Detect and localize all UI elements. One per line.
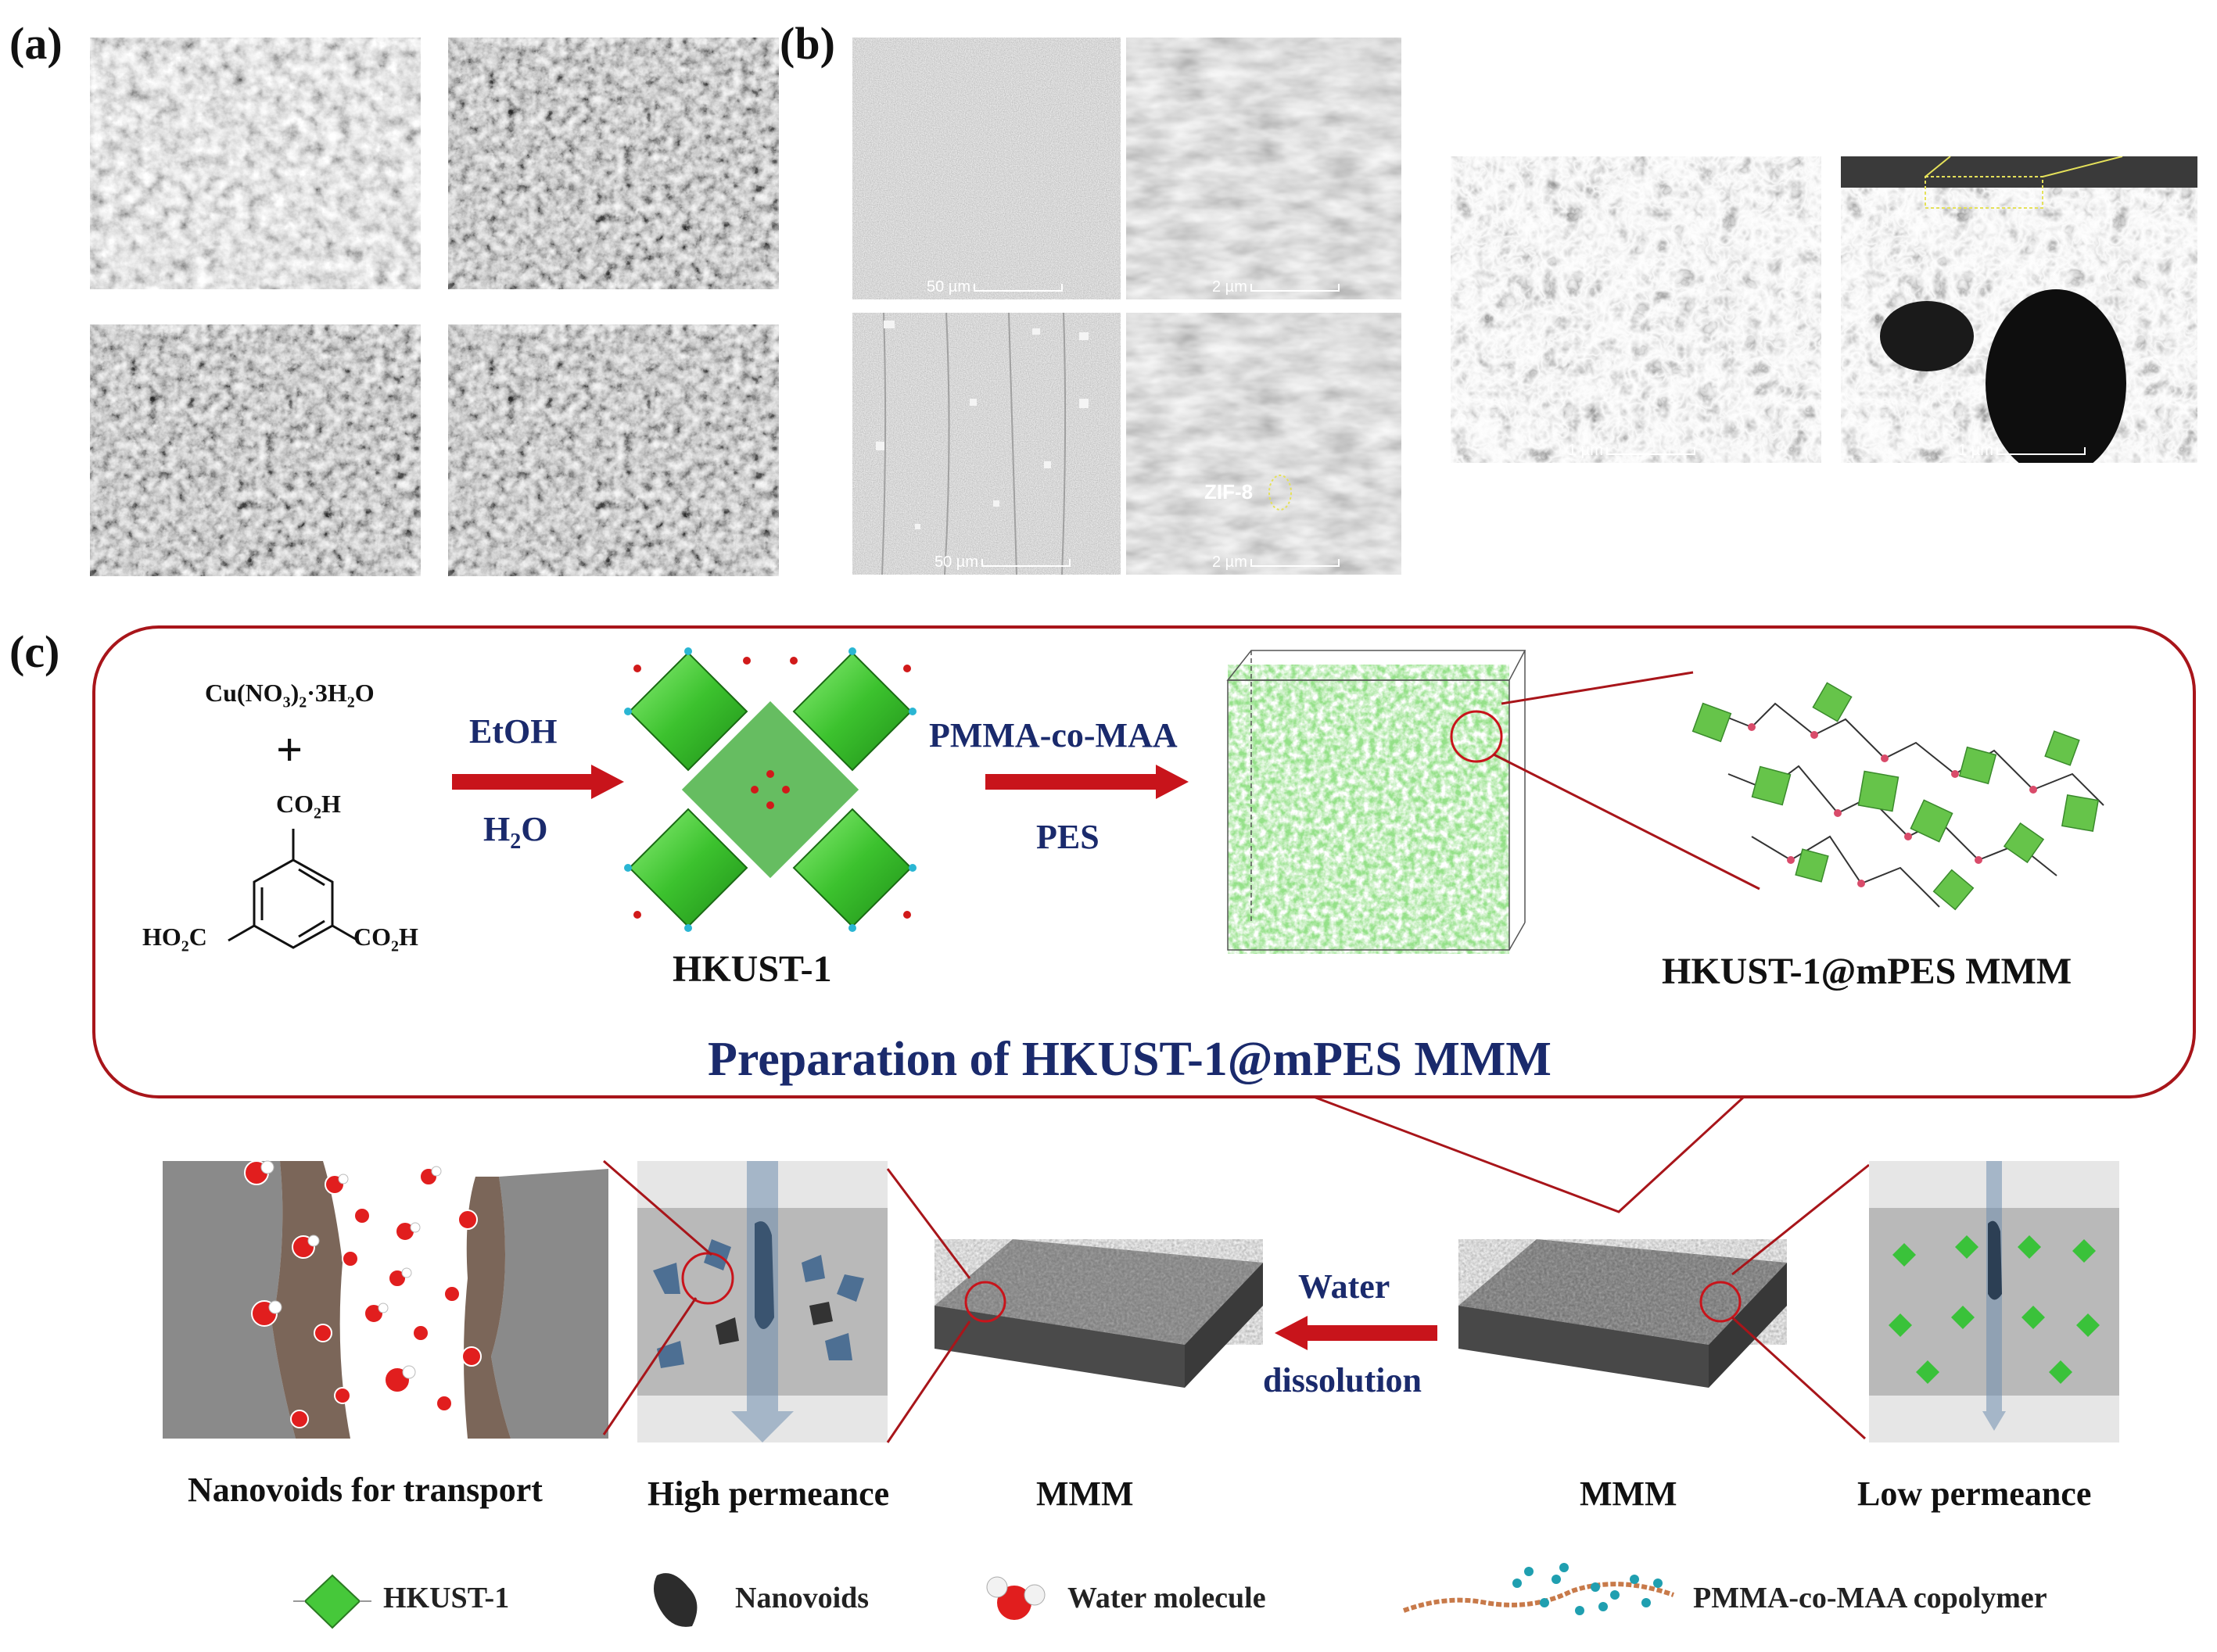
label-high-permeance: High permeance [648, 1475, 890, 1513]
legend-hkust-1-label: HKUST-1 [383, 1582, 510, 1614]
zoom-lines [1493, 671, 1760, 891]
step2-polymer-bottom: PES [1036, 818, 1100, 856]
copper-nitrate-formula: Cu(NO3)2·3H2O [205, 679, 375, 711]
step2-additive-top: PMMA-co-MAA [929, 716, 1178, 754]
frame-connector [1314, 1095, 1745, 1213]
preparation-frame [92, 625, 2196, 1098]
label-low-permeance: Low permeance [1857, 1475, 2092, 1513]
mmm-slab-original [1458, 1239, 1787, 1388]
mmm-molecular-zoom [1691, 682, 2104, 911]
sem-image-b2: 2 µm [1126, 38, 1401, 299]
legend-nanovoids-label: Nanovoids [735, 1582, 870, 1614]
legend-copolymer-label: PMMA-co-MAA copolymer [1693, 1582, 2047, 1614]
step1-solvent-bottom: H2O [483, 810, 548, 854]
dissolution-arrow [1275, 1316, 1437, 1350]
carboxyl-top-label: CO2H [276, 790, 341, 822]
sem-image-a3 [90, 324, 421, 576]
carboxyl-right-label: CO2H [353, 923, 418, 955]
sem-image-b3: 50 µm [852, 313, 1121, 575]
scale-bar-label: 50 µm [935, 554, 978, 571]
low-permeance-diagram [1869, 1161, 2119, 1442]
scale-bar-label: 2 µm [1212, 554, 1247, 571]
membrane-cube-3d [1226, 650, 1526, 954]
panel-label-c: (c) [9, 626, 60, 677]
zif-8-label: ZIF-8 [1204, 480, 1254, 503]
sem-cross-section-1: 1 µm [1451, 156, 1821, 463]
panel-label-b: (b) [780, 18, 835, 69]
synthesis-arrow-1 [452, 765, 624, 799]
label-mmm-1: MMM [1036, 1475, 1134, 1513]
legend-water-molecule-label: Water molecule [1067, 1582, 1266, 1614]
synthesis-arrow-2 [985, 765, 1189, 799]
water-label: Water [1298, 1267, 1390, 1306]
legend-water-molecule-icon [986, 1576, 1046, 1620]
hkust-1-label: HKUST-1 [673, 948, 832, 990]
trimesic-acid-structure [228, 829, 359, 949]
zoom-lines-mmm2 [1731, 1163, 1870, 1440]
sem-image-b4: ZIF-8 2 µm [1126, 313, 1401, 575]
sem-cross-section-2: 1 µm [1841, 156, 2197, 463]
hkust-1-crystal-structure [624, 647, 917, 932]
high-permeance-diagram [637, 1161, 888, 1442]
carboxyl-left-label: HO2C [142, 923, 207, 955]
preparation-title: Preparation of HKUST-1@mPES MMM [708, 1033, 1552, 1086]
legend-copolymer-icon [1402, 1563, 1675, 1615]
sem-image-a2 [448, 38, 779, 289]
scale-bar-label: 1 µm [1568, 442, 1603, 459]
zoom-lines-mmm1 [886, 1168, 971, 1443]
legend-hkust-1-icon [293, 1574, 371, 1629]
label-nanovoids-for-transport: Nanovoids for transport [188, 1471, 543, 1509]
plus-sign: + [276, 724, 303, 776]
sem-image-a1 [90, 38, 421, 289]
sem-image-b1: 50 µm [852, 38, 1121, 299]
legend-nanovoids-icon [654, 1573, 698, 1627]
nanovoid-transport-zoom [163, 1160, 608, 1439]
dissolution-label: dissolution [1263, 1361, 1422, 1399]
scale-bar-label: 50 µm [927, 278, 970, 296]
mmm-slab-dissolved [935, 1239, 1263, 1388]
zoom-lines-left [602, 1159, 712, 1435]
hkust-1-mpes-mmm-label: HKUST-1@mPES MMM [1662, 951, 2072, 992]
scale-bar-label: 2 µm [1212, 278, 1247, 296]
panel-label-a: (a) [9, 18, 63, 69]
scale-bar-label: 1 µm [1958, 442, 1993, 459]
label-mmm-2: MMM [1580, 1475, 1677, 1513]
sem-image-a4 [448, 324, 779, 576]
step1-solvent-top: EtOH [469, 712, 558, 751]
